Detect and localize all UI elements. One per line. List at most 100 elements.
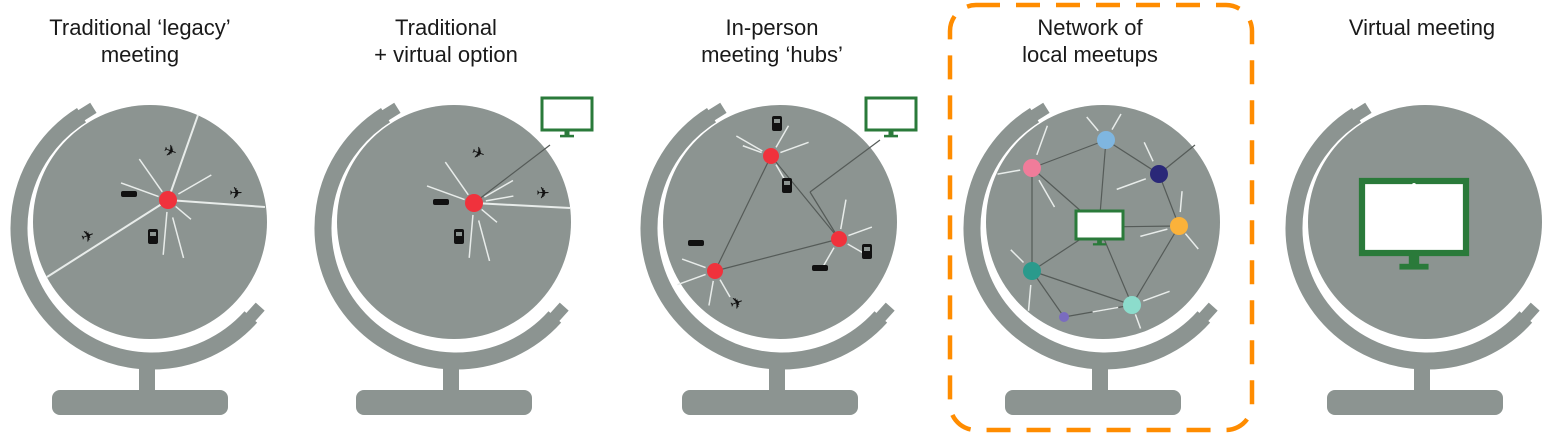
globe-stem-collar [1076, 353, 1124, 369]
car-icon [812, 265, 828, 271]
travel-ray [426, 185, 465, 201]
travel-ray [839, 199, 847, 230]
connection-line [714, 238, 840, 272]
hub-dot [831, 231, 847, 247]
globe-clamp-bottom [867, 302, 895, 332]
travel-ray [138, 158, 163, 193]
hub-dot [763, 148, 779, 164]
train-icon [772, 116, 782, 131]
globe-sphere [663, 105, 897, 339]
globe-clamp-bottom [1512, 302, 1540, 332]
meetup-node [1059, 312, 1069, 322]
globe-meridian-ring [1285, 108, 1533, 370]
travel-ray [120, 182, 159, 198]
globe-meridian-ring [314, 108, 562, 370]
title-line: meeting ‘hubs’ [701, 42, 843, 67]
train-window [864, 247, 870, 251]
globe-clamp-bottom [541, 302, 569, 332]
travel-ray [171, 217, 185, 259]
globe-icon [10, 102, 267, 415]
title-line: Traditional [395, 15, 497, 40]
title-line: In-person [725, 15, 819, 40]
meetup-node [1150, 165, 1168, 183]
monitor-icon [540, 96, 594, 132]
monitor-foot [560, 134, 574, 138]
monitor-icon [1074, 209, 1125, 241]
globe-meridian-ring [640, 108, 888, 370]
title-line: local meetups [1022, 42, 1158, 67]
train-window [784, 181, 790, 185]
globe-clamp-top [1341, 102, 1372, 128]
travel-ray [1086, 116, 1099, 132]
connection-line [1031, 139, 1107, 169]
globe-clamp-top [66, 102, 97, 128]
travel-ray [1116, 178, 1147, 191]
monitor-camera [1412, 183, 1416, 187]
globe-clamp-top [1019, 102, 1050, 128]
globe-sphere [337, 105, 571, 339]
connection-line [1031, 270, 1133, 306]
monitor-icon [864, 96, 918, 132]
globe-clamp-top [370, 102, 401, 128]
travel-ray [1092, 306, 1119, 313]
connection-line [1158, 173, 1180, 227]
train-window [150, 232, 156, 236]
car-icon [121, 191, 137, 197]
title-line: Network of [1037, 15, 1143, 40]
travel-line [167, 199, 266, 208]
travel-line [46, 199, 169, 278]
airplane-icon: ✈ [536, 184, 549, 203]
train-icon [862, 244, 872, 259]
globe-clamp-bottom [237, 302, 265, 332]
airplane-icon: ✈ [727, 292, 746, 314]
travel-ray [444, 161, 469, 196]
panel-title-virtual: Virtual meeting [1292, 14, 1552, 41]
travel-ray [468, 214, 474, 258]
meetup-node [1023, 262, 1041, 280]
travel-ray [1038, 179, 1056, 208]
connection-line [1131, 225, 1180, 306]
train-icon [782, 178, 792, 193]
travel-ray [162, 211, 168, 255]
monitor-stand [564, 130, 570, 136]
travel-ray [1027, 284, 1032, 311]
travel-ray [1134, 314, 1142, 329]
train-window [774, 119, 780, 123]
hub-dot [159, 191, 177, 209]
travel-ray [481, 208, 498, 223]
travel-ray [775, 125, 790, 148]
globe-icon [314, 102, 571, 415]
travel-ray [485, 195, 514, 202]
globe-base [52, 390, 228, 415]
travel-ray [1179, 191, 1183, 213]
globe-stem-collar [1398, 353, 1446, 369]
panel-title-legacy: Traditional ‘legacy’meeting [10, 14, 270, 68]
globe-sphere [33, 105, 267, 339]
globe-base [1327, 390, 1503, 415]
travel-ray [681, 258, 706, 269]
panel-title-virtual-option: Traditional+ virtual option [316, 14, 576, 68]
monitor-stand [888, 130, 894, 136]
car-icon [688, 240, 704, 246]
globe-meridian-ring [963, 108, 1211, 370]
meetup-node [1023, 159, 1041, 177]
car-icon [433, 199, 449, 205]
travel-ray [178, 174, 212, 195]
globe-base [1005, 390, 1181, 415]
monitor-foot [884, 134, 898, 138]
travel-ray [1143, 290, 1170, 302]
monitor-stand [1097, 239, 1102, 245]
travel-ray [1010, 249, 1025, 264]
airplane-icon: ✈ [469, 142, 488, 164]
train-icon [454, 229, 464, 244]
meetup-node [1170, 217, 1188, 235]
travel-ray [848, 226, 873, 237]
train-window [456, 232, 462, 236]
travel-ray [484, 179, 514, 198]
monitor-foot [1399, 263, 1429, 270]
travel-ray [1140, 228, 1168, 238]
travel-ray [477, 220, 491, 262]
globe-icon [640, 102, 897, 415]
